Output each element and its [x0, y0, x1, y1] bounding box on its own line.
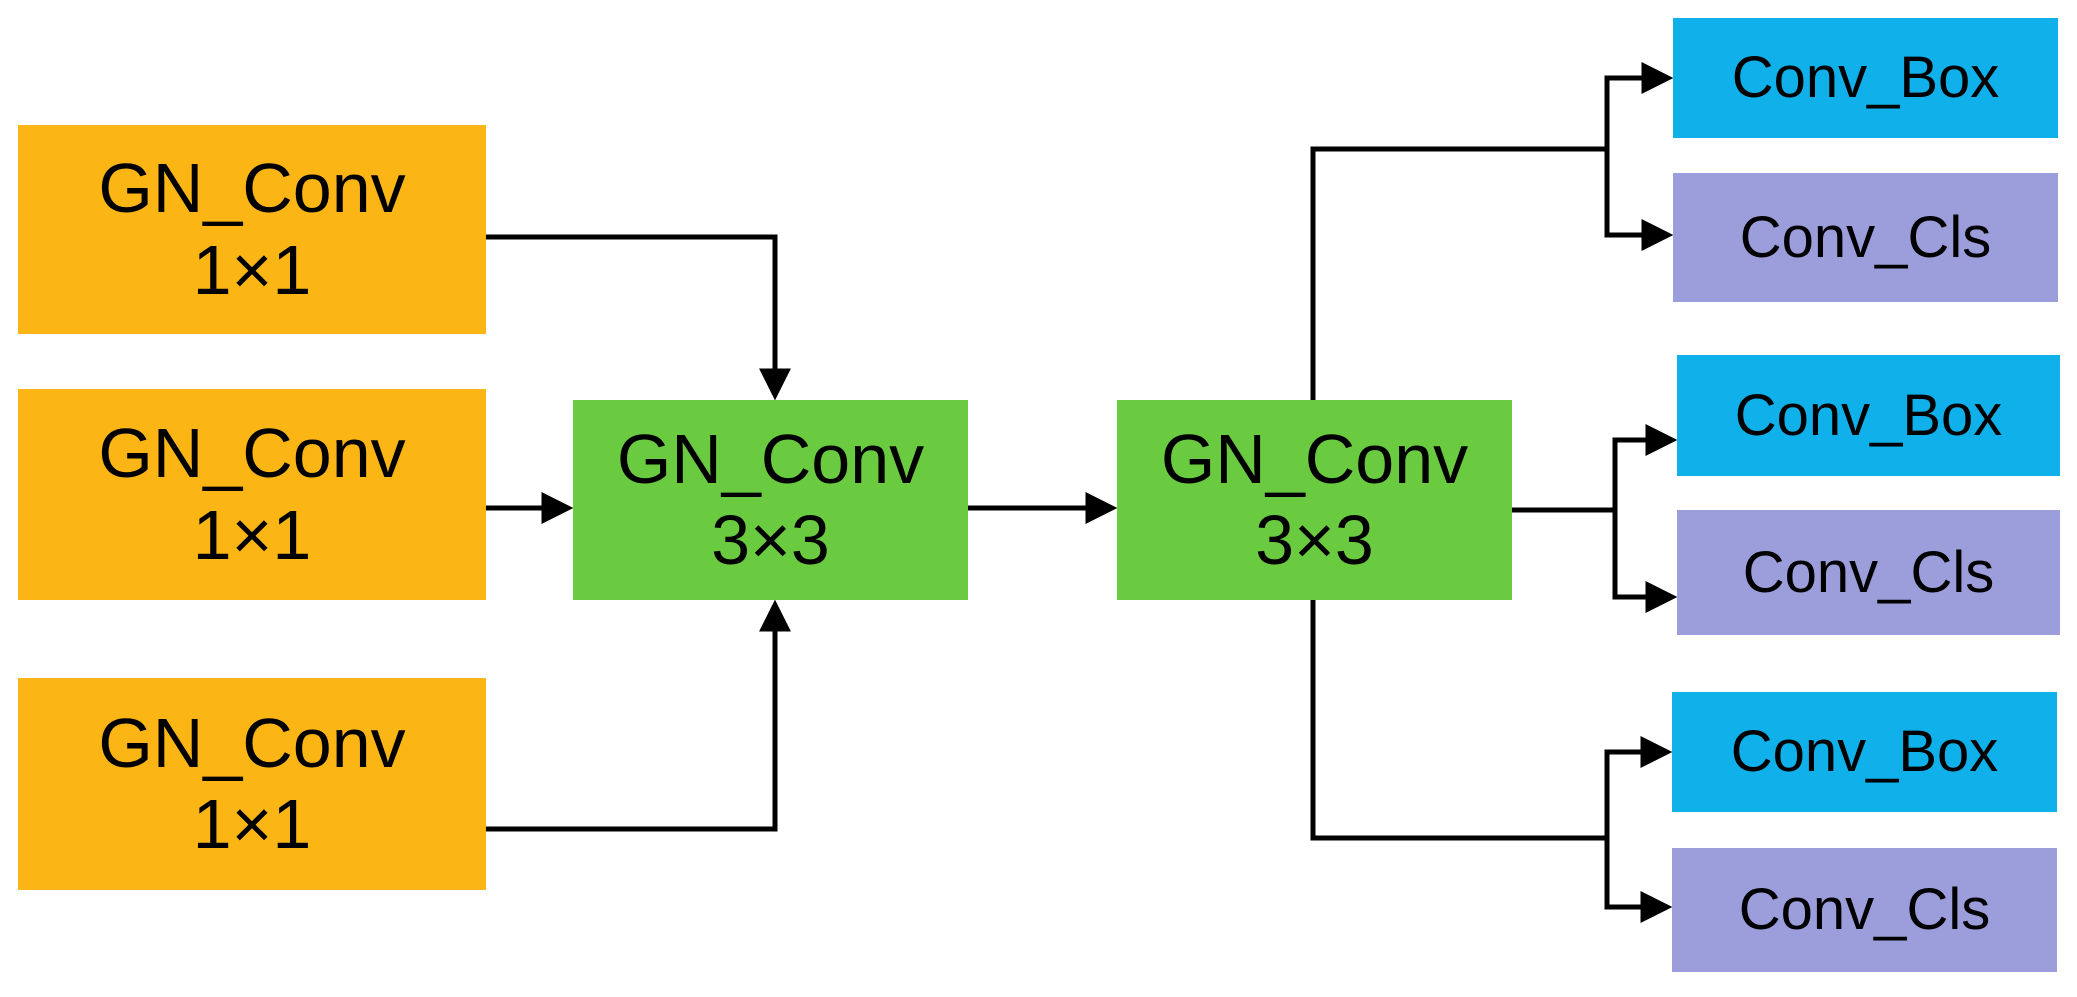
node-conv-cls-2: Conv_Cls	[1677, 510, 2060, 635]
connector-input1-to-fusion1	[486, 234, 792, 401]
node-gn-conv-3x3-second: GN_Conv 3×3	[1117, 400, 1512, 600]
node-label: Conv_Box	[1731, 45, 2000, 111]
connector-fusion2-to-head3-stem	[1310, 600, 1607, 841]
node-label: GN_Conv	[98, 703, 406, 782]
node-kernel-size: 1×1	[192, 785, 312, 863]
node-gn-conv-1x1-middle: GN_Conv 1×1	[18, 389, 486, 600]
node-label: GN_Conv	[1160, 419, 1469, 498]
node-gn-conv-1x1-bottom: GN_Conv 1×1	[18, 678, 486, 890]
node-label: GN_Conv	[98, 149, 406, 228]
connector-input3-to-fusion1	[486, 599, 792, 832]
node-kernel-size: 3×3	[1255, 501, 1374, 579]
connector-head3-branch	[1604, 735, 1673, 924]
node-label: Conv_Box	[1734, 382, 2003, 448]
node-conv-cls-3: Conv_Cls	[1672, 848, 2057, 972]
node-kernel-size: 3×3	[711, 501, 830, 579]
connector-head1-branch	[1604, 61, 1674, 252]
connector-fusion2-to-head1-stem	[1310, 146, 1607, 400]
node-gn-conv-3x3-first: GN_Conv 3×3	[573, 400, 968, 600]
node-conv-box-1: Conv_Box	[1673, 18, 2058, 138]
node-conv-cls-1: Conv_Cls	[1673, 173, 2058, 302]
node-label: GN_Conv	[616, 419, 925, 498]
node-label: Conv_Box	[1730, 719, 1999, 785]
node-kernel-size: 1×1	[192, 230, 312, 309]
connector-head2-branch	[1612, 423, 1678, 614]
node-conv-box-3: Conv_Box	[1672, 692, 2057, 812]
node-gn-conv-1x1-top: GN_Conv 1×1	[18, 125, 486, 334]
node-label: GN_Conv	[98, 414, 406, 493]
node-label: Conv_Cls	[1738, 877, 1991, 943]
node-conv-box-2: Conv_Box	[1677, 355, 2060, 476]
node-label: Conv_Cls	[1742, 539, 1995, 605]
node-label: Conv_Cls	[1739, 204, 1992, 270]
node-kernel-size: 1×1	[192, 495, 312, 574]
